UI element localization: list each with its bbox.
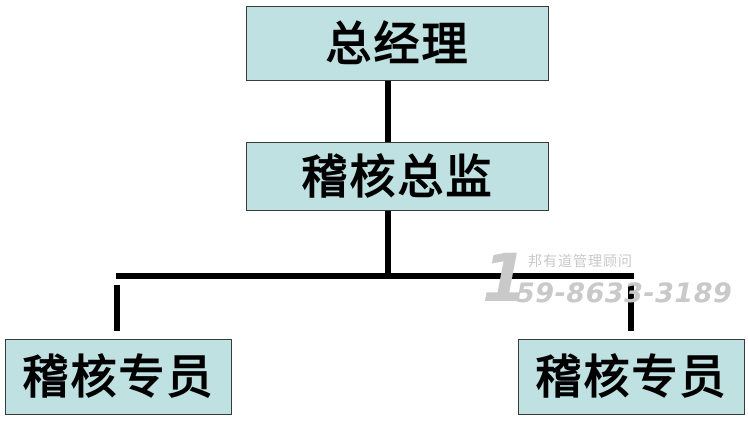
node-auditor-left: 稽核专员 — [5, 339, 232, 415]
watermark-company: 邦有道管理顾问 — [528, 254, 633, 270]
watermark-digit: 1 — [482, 240, 528, 317]
watermark-phone: 59-8633-3189 — [516, 278, 733, 309]
node-auditor-right: 稽核专员 — [518, 339, 745, 415]
connector-left-drop — [114, 285, 120, 331]
node-audit-director: 稽核总监 — [246, 142, 549, 211]
node-general-manager: 总经理 — [246, 6, 549, 81]
connector-horizontal-bar — [116, 273, 634, 279]
connector-right-drop — [628, 285, 634, 331]
connector-middle-down — [385, 210, 391, 276]
connector-top-to-middle — [385, 81, 391, 143]
